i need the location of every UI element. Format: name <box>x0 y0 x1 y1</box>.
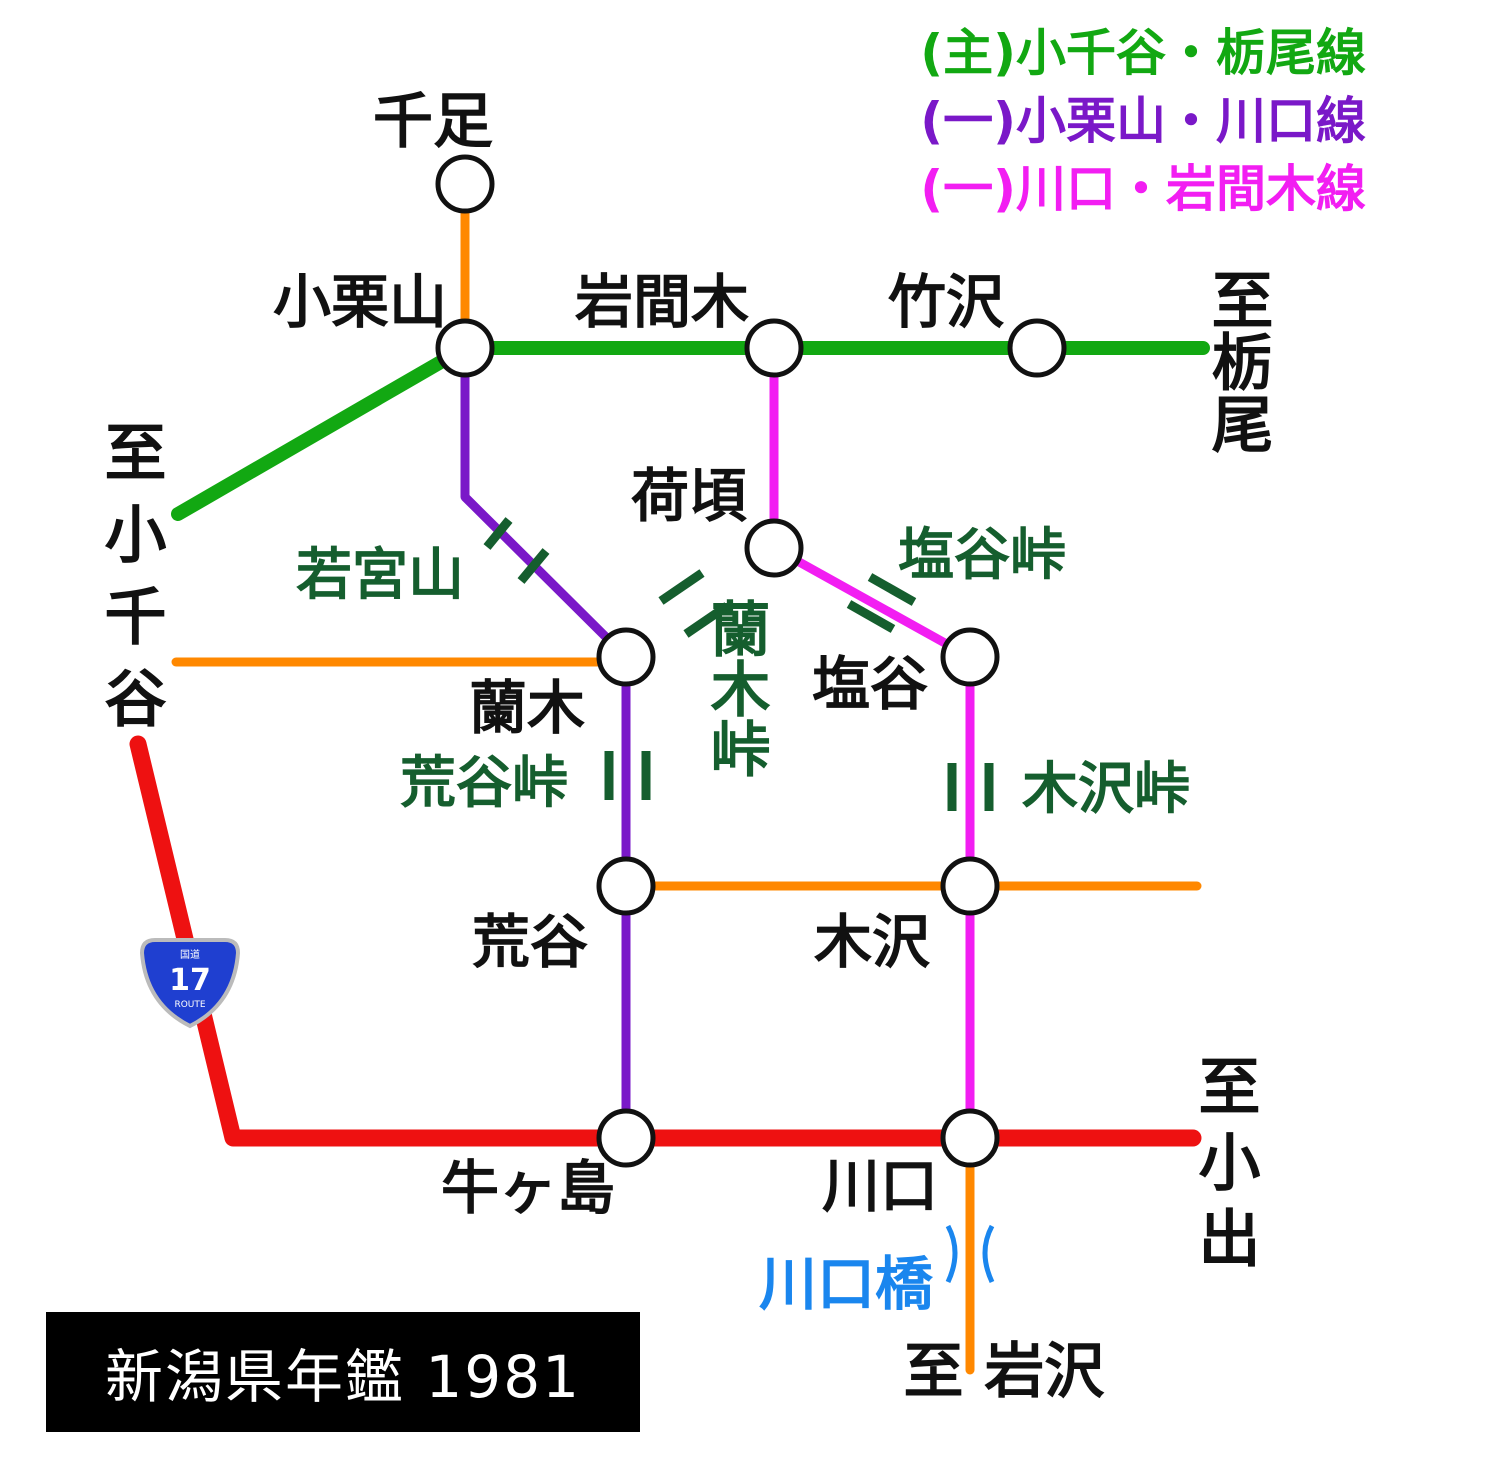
label-shiodani-toge: 塩谷峠 <box>898 523 1066 588</box>
label-kizawa-toge: 木沢峠 <box>1022 757 1190 822</box>
legend-item-purple: (一)小栗山・川口線 <box>920 92 1366 150</box>
node-kizawa <box>940 856 1000 916</box>
label-araki: 蘭木 <box>469 674 585 742</box>
label-aradani: 荒谷 <box>472 908 588 976</box>
pass-mark-shiodani-toge <box>846 573 917 633</box>
label-ushigashima: 牛ヶ島 <box>441 1154 615 1222</box>
legend-item-green: (主)小千谷・栃尾線 <box>920 24 1366 82</box>
label-iwamagi: 岩間木 <box>575 268 749 336</box>
pass-mark-aradani-toge <box>604 751 651 800</box>
shield-top-text: 国道 <box>180 948 200 961</box>
shield-number: 17 <box>169 963 211 998</box>
national-route-17 <box>129 735 1202 1147</box>
label-kawaguchi-bridge: 川口橋 <box>759 1250 934 1318</box>
shield-bottom-text: ROUTE <box>174 1000 205 1010</box>
node-takezawa <box>1007 318 1067 378</box>
label-shiodani: 塩谷 <box>812 650 928 718</box>
node-iwamagi <box>744 318 804 378</box>
source-caption: 新潟県年鑑 1981 <box>46 1312 640 1432</box>
pass-mark-kizawa-toge <box>947 763 994 811</box>
label-oguriyama: 小栗山 <box>273 268 447 336</box>
label-kizawa: 木沢 <box>814 908 931 976</box>
label-kawaguchi: 川口 <box>822 1152 938 1220</box>
label-aradani-toge: 荒谷峠 <box>400 751 568 816</box>
node-ushigashima <box>596 1108 656 1168</box>
road-oguriyama-kawaguchi <box>460 343 631 1143</box>
route-17-shield: 国道 17 ROUTE <box>139 938 241 1029</box>
road-kawaguchi-iwamagi <box>769 343 975 1143</box>
label-senzoku: 千足 <box>373 87 493 157</box>
dest-koide: 至小出 <box>1188 1054 1261 1282</box>
label-takezawa: 竹沢 <box>888 268 1005 336</box>
node-kawaguchi <box>940 1108 1000 1168</box>
node-nigoro <box>744 518 804 578</box>
label-nigoro: 荷頃 <box>631 462 747 530</box>
label-wakamiyayama: 若宮山 <box>296 543 464 608</box>
pass-mark-araki-toge <box>658 569 730 638</box>
dest-iwasawa: 至 岩沢 <box>904 1337 1106 1407</box>
node-senzoku <box>435 154 495 214</box>
node-aradani <box>596 856 656 916</box>
node-shiodani <box>940 627 1000 687</box>
legend-item-magenta: (一)川口・岩間木線 <box>920 160 1366 218</box>
label-araki-toge: 蘭木峠 <box>700 598 770 778</box>
pass-mark-wakamiyayama <box>483 517 550 584</box>
node-oguriyama <box>435 318 495 378</box>
node-araki <box>596 627 656 687</box>
dest-tochio: 至栃尾 <box>1201 268 1274 454</box>
dest-ojiya: 至小千谷 <box>94 420 167 748</box>
legend: (主)小千谷・栃尾線 (一)小栗山・川口線 (一)川口・岩間木線 <box>920 24 1366 218</box>
bridge-mark-kawaguchi <box>945 1224 995 1284</box>
